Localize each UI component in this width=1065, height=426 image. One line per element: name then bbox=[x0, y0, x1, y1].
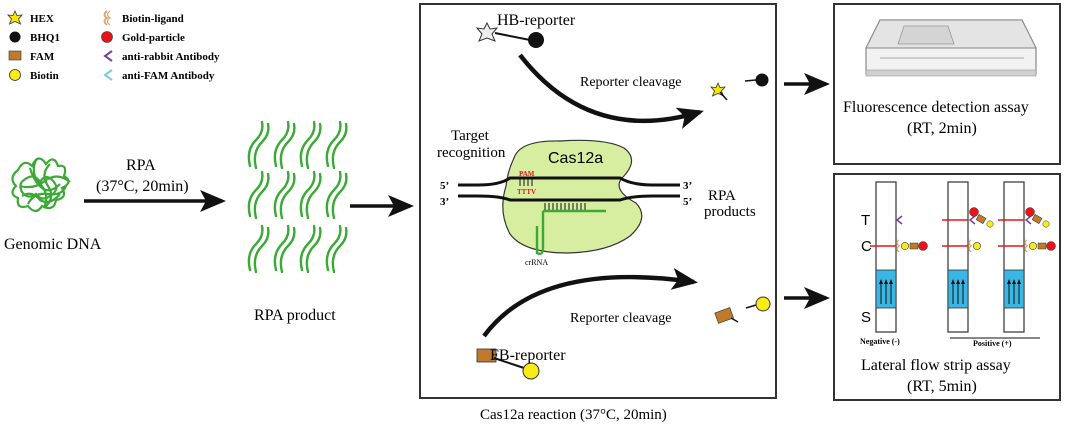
bottom-cleavage-arrow bbox=[482, 268, 698, 338]
biotin-ligand-icon bbox=[103, 10, 112, 26]
lateral-flow-strips bbox=[870, 181, 1056, 333]
genomic-dna-icon bbox=[11, 157, 71, 213]
negative-strip bbox=[870, 181, 928, 333]
rpa-products-line2: products bbox=[704, 204, 756, 220]
fluorescence-title: Fluorescence detection assay bbox=[843, 99, 1029, 116]
lateral-flow-title: Lateral flow strip assay bbox=[861, 357, 1011, 374]
legend-hex-label: HEX bbox=[30, 13, 54, 25]
rpa-product-fragment bbox=[247, 120, 270, 170]
rpa-product-label: RPA product bbox=[254, 307, 336, 324]
three-prime-right: 3’ bbox=[683, 180, 692, 192]
rpa-product-fragment bbox=[325, 224, 348, 274]
cleaved-fam-fragment bbox=[714, 307, 739, 324]
five-prime-left: 5’ bbox=[440, 180, 449, 192]
rpa-product-fragment bbox=[299, 120, 322, 170]
hb-reporter-icon bbox=[475, 21, 544, 48]
crrna-ticks bbox=[544, 203, 586, 210]
anti-rabbit-antibody-icon bbox=[103, 50, 113, 62]
rpa-product-fragment bbox=[325, 120, 348, 170]
rpa-product-fragment bbox=[273, 120, 296, 170]
lateral-flow-conditions: (RT, 5min) bbox=[907, 378, 977, 395]
tttv-label: TTTV bbox=[517, 188, 536, 196]
rpa-product-icons bbox=[247, 120, 348, 274]
five-prime-right: 5’ bbox=[683, 196, 692, 208]
rpa-products-line1: RPA bbox=[708, 188, 736, 204]
positive-strip bbox=[942, 181, 994, 333]
rpa-product-fragment bbox=[299, 224, 322, 274]
pam-label: PAM bbox=[519, 170, 535, 178]
legend-biotin-ligand-label: Biotin-ligand bbox=[122, 13, 184, 25]
anti-fam-antibody-icon bbox=[103, 69, 113, 81]
legend-biotin-label: Biotin bbox=[30, 70, 59, 82]
rpa-product-fragment bbox=[325, 170, 348, 220]
fluorescence-conditions: (RT, 2min) bbox=[907, 120, 977, 137]
negative-label: Negative (-) bbox=[860, 337, 900, 346]
legend-anti-fam-label: anti-FAM Antibody bbox=[122, 70, 215, 82]
rpa-product-fragment bbox=[273, 170, 296, 220]
cleaved-biotin-fragment bbox=[745, 296, 771, 312]
strip-s-label: S bbox=[861, 309, 871, 326]
cas12a-reaction-caption: Cas12a reaction (37°C, 20min) bbox=[480, 407, 667, 423]
strip-c-label: C bbox=[861, 238, 872, 255]
rpa-label: RPA bbox=[126, 157, 156, 174]
crrna-label: crRNA bbox=[525, 258, 548, 267]
bottom-cleavage-label: Reporter cleavage bbox=[570, 311, 671, 326]
genomic-dna-label: Genomic DNA bbox=[4, 236, 102, 253]
legend: HEX BHQ1 FAM Biotin Biotin-ligand Gold-p… bbox=[7, 10, 220, 82]
target-dna-duplex bbox=[458, 176, 680, 202]
positive-label: Positive (+) bbox=[973, 339, 1012, 348]
top-cleavage-arrow bbox=[518, 53, 704, 129]
crrna-strand bbox=[535, 209, 606, 256]
rpa-product-fragment bbox=[247, 170, 270, 220]
top-cleavage-label: Reporter cleavage bbox=[580, 75, 681, 90]
rpa-product-fragment bbox=[273, 224, 296, 274]
fb-reporter-icon bbox=[476, 348, 540, 380]
cas12a-enzyme bbox=[502, 139, 643, 254]
positive-strip bbox=[998, 181, 1056, 333]
fb-reporter-label: FB-reporter bbox=[490, 347, 566, 364]
pam-base-ticks bbox=[519, 178, 533, 186]
bhq1-icon bbox=[9, 31, 21, 43]
strip-t-label: T bbox=[861, 212, 870, 229]
hex-icon bbox=[7, 10, 23, 25]
rpa-product-fragment bbox=[299, 170, 322, 220]
biotin-icon bbox=[9, 69, 21, 81]
target-recognition-line1: Target bbox=[451, 128, 490, 144]
target-recognition-line2: recognition bbox=[437, 145, 506, 161]
rpa-conditions: (37°C, 20min) bbox=[96, 178, 189, 195]
cleaved-hex-fragment bbox=[710, 82, 728, 101]
rpa-product-fragment bbox=[247, 224, 270, 274]
cas12a-label: Cas12a bbox=[548, 150, 603, 167]
cleaved-bhq1-fragment bbox=[744, 73, 769, 87]
fam-icon bbox=[8, 50, 22, 61]
legend-fam-label: FAM bbox=[30, 51, 55, 63]
legend-bhq1-label: BHQ1 bbox=[30, 32, 60, 44]
legend-anti-rabbit-label: anti-rabbit Antibody bbox=[122, 51, 220, 63]
gold-particle-icon bbox=[101, 31, 113, 43]
hb-reporter-label: HB-reporter bbox=[497, 12, 576, 29]
legend-gold-particle-label: Gold-particle bbox=[122, 32, 185, 44]
three-prime-left: 3’ bbox=[440, 196, 449, 208]
fluorescence-reader-icon bbox=[865, 19, 1037, 77]
